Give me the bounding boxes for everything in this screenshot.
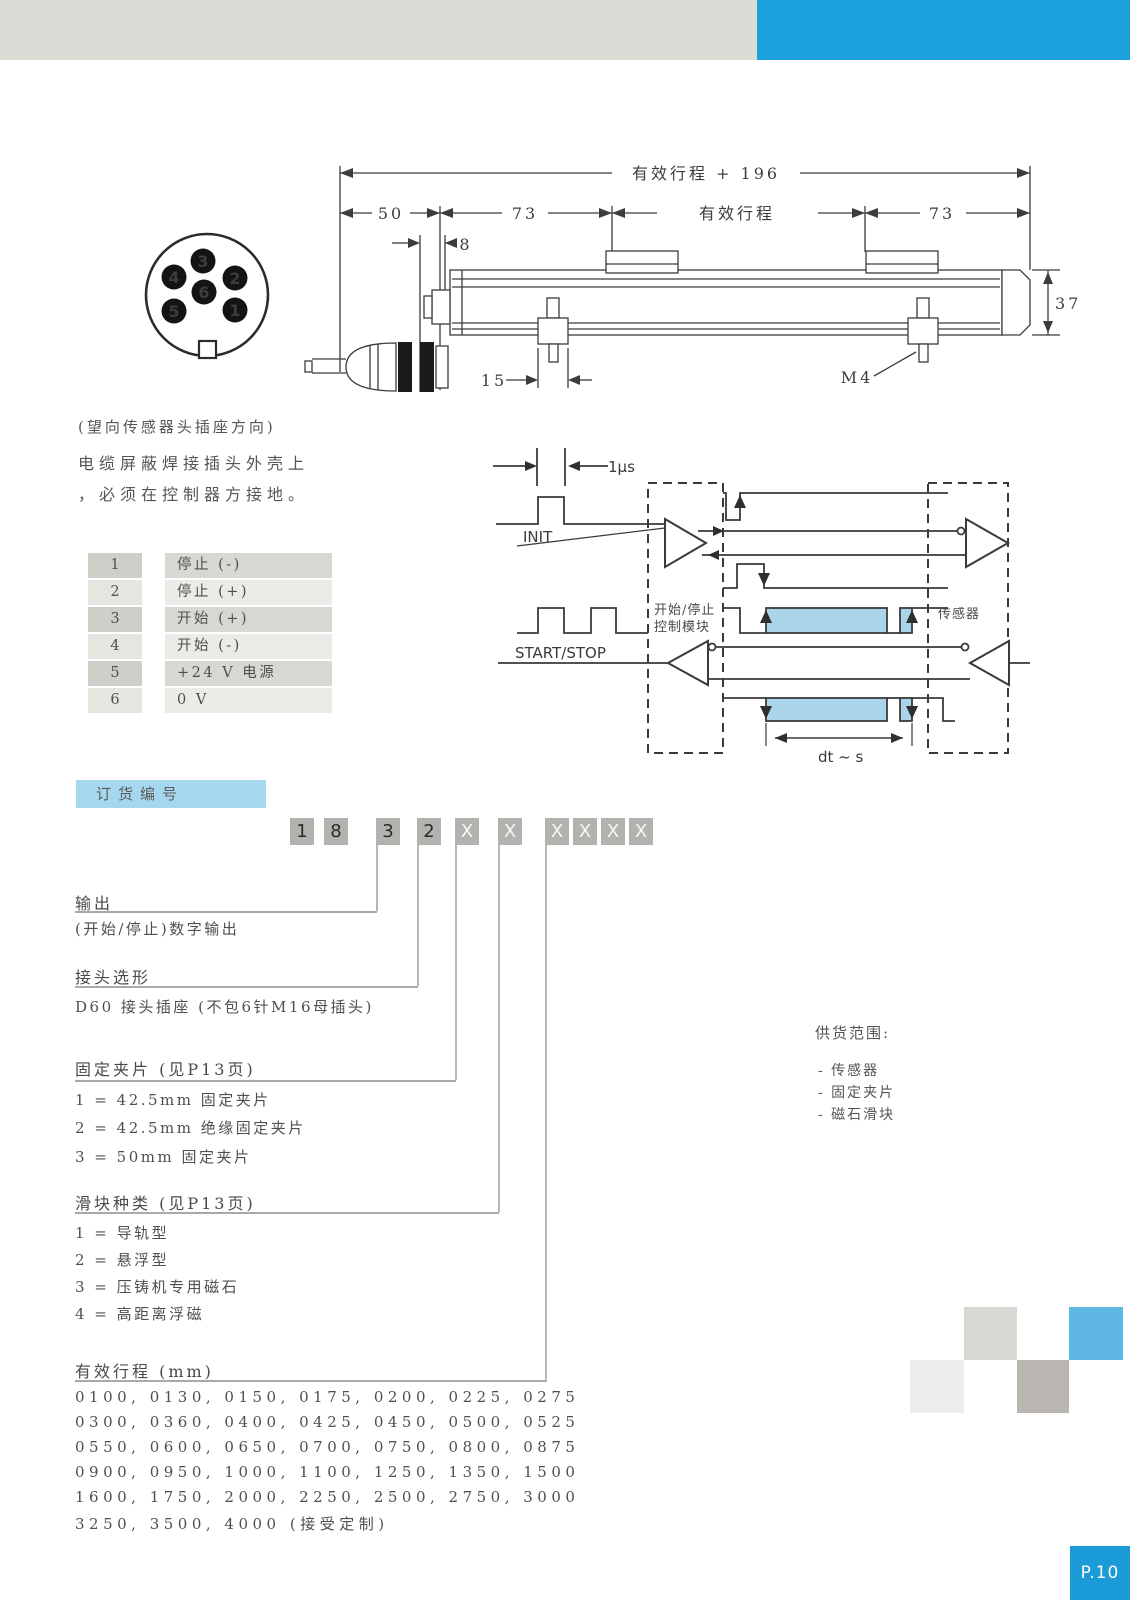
section-option: 1 = 导轨型 [75,1224,170,1242]
order-code-digit: 2 [417,818,441,845]
section-option: (开始/停止)数字输出 [75,920,240,938]
page-number-badge: P.10 [1070,1546,1130,1600]
section-title: 滑块种类 (见P13页) [75,1194,256,1213]
cable-ring [398,342,412,392]
grounding-note-line1: 电缆屏蔽焊接插头外壳上 [78,454,310,473]
stroke-values-line: 0900, 0950, 1000, 1100, 1250, 1350, 1500 [75,1463,580,1481]
section-option: 3 = 50mm 固定夹片 [75,1148,252,1166]
supply-scope-title: 供货范围: [815,1024,891,1042]
cable-ring [420,342,434,392]
order-code-placeholder: X [498,818,522,845]
stroke-values-line: 0100, 0130, 0150, 0175, 0200, 0225, 0275 [75,1388,580,1406]
order-code-digit: 1 [290,818,314,845]
pin-3-label: 3 [197,252,208,271]
pin-number: 5 [88,661,142,686]
section-title: 固定夹片 (见P13页) [75,1060,256,1079]
order-code-placeholder: X [601,818,625,845]
pin-number: 3 [88,607,142,632]
connector-pinout-diagram: 3 4 2 6 5 1 [144,232,270,360]
sensor-box-label: 传感器 [938,606,980,622]
pin-signal: 停止 (-) [165,553,332,578]
section-option: 1 = 42.5mm 固定夹片 [75,1091,271,1109]
supply-scope-item: - 传感器 [818,1063,880,1079]
pin-number: 1 [88,553,142,578]
order-number-header: 订货编号 [76,780,266,808]
dim-37-label: 37 [1055,294,1081,313]
pin-signal: 开始 (+) [165,607,332,632]
dim-73-right-label: 73 [929,204,955,223]
pin-4-label: 4 [168,268,179,287]
dim-15-label: 15 [481,371,507,390]
section-underline [75,1212,499,1214]
init-signal-label: INIT [523,528,553,546]
controller-box-label-line2: 控制模块 [654,620,710,635]
connector-view-note: (望向传感器头插座方向) [78,418,276,436]
dim-8-label: 8 [459,235,472,254]
pin-signal: +24 V 电源 [165,661,332,686]
dim-total-label: 有效行程 + 196 [632,164,780,183]
start-stop-signal-label: START/STOP [515,644,606,662]
timing-diagram: 1μs INIT START/STOP 开始/停止 控制模块 传感器 dt ~ … [493,448,1030,766]
connector-key-notch [197,339,218,360]
section-title: 输出 [75,894,114,913]
section-title: 接头选形 [75,968,152,987]
dim-73-left-label: 73 [512,204,538,223]
order-code-placeholder: X [545,818,569,845]
grounding-note-line2: ，必须在控制器方接地。 [78,485,310,504]
decor-square-darkgray [1017,1360,1069,1413]
section-option: D60 接头插座 (不包6针M16母插头) [75,998,374,1016]
section-option: 4 = 高距离浮磁 [75,1305,205,1323]
order-code-placeholder: X [573,818,597,845]
section-option: 2 = 悬浮型 [75,1251,170,1269]
section-underline [75,1380,546,1382]
pin-signal: 停止 (+) [165,580,332,605]
dt-s-label: dt ~ s [818,748,864,766]
pin-number: 4 [88,634,142,659]
code-connector-line [545,845,547,1382]
pin-5-label: 5 [168,302,179,321]
top-bar-gray [0,0,757,60]
code-connector-line [417,845,419,986]
pin-number: 2 [88,580,142,605]
stroke-values-line: 1600, 1750, 2000, 2250, 2500, 2750, 3000 [75,1488,580,1506]
stroke-values-line: 3250, 3500, 4000 (接受定制) [75,1515,389,1533]
section-option: 3 = 压铸机专用磁石 [75,1278,240,1296]
order-code-digit: 3 [376,818,400,845]
supply-scope-item: - 固定夹片 [818,1085,896,1101]
pin-2-label: 2 [229,269,240,288]
stroke-values-line: 0550, 0600, 0650, 0700, 0750, 0800, 0875 [75,1438,580,1456]
dim-stroke-label: 有效行程 [699,204,775,223]
stroke-values-line: 0300, 0360, 0400, 0425, 0450, 0500, 0525 [75,1413,580,1431]
decor-square-lightgray [910,1360,964,1413]
code-connector-line [498,845,500,1212]
pin-1-label: 1 [229,301,240,320]
supply-scope-item: - 磁石滑块 [818,1107,896,1123]
dim-50-label: 50 [378,204,404,223]
section-underline [75,1080,456,1082]
code-connector-line [376,845,378,911]
controller-box-label-line1: 开始/停止 [654,602,715,618]
top-bar-blue [757,0,1130,60]
pin-signal: 开始 (-) [165,634,332,659]
connector-pins: 3 4 2 6 5 1 [161,248,248,324]
section-underline [75,911,377,913]
pin-signal: 0 V [165,688,332,713]
section-underline [75,986,418,988]
section-title: 有效行程 (mm) [75,1362,214,1381]
order-code-digit: 8 [324,818,348,845]
order-code-placeholder: X [629,818,653,845]
pulse-width-label: 1μs [608,458,635,476]
pin-6-label: 6 [198,283,209,302]
decor-square-blue [1069,1307,1123,1360]
dim-m4-label: M4 [841,368,874,387]
pin-number: 6 [88,688,142,713]
section-option: 2 = 42.5mm 绝缘固定夹片 [75,1119,306,1137]
sensor-dimension-drawing: 有效行程 + 196 50 73 有效行程 73 8 37 15 M4 [304,164,1081,392]
decor-square-gray [964,1307,1017,1360]
code-connector-line [455,845,457,1080]
order-code-placeholder: X [455,818,479,845]
